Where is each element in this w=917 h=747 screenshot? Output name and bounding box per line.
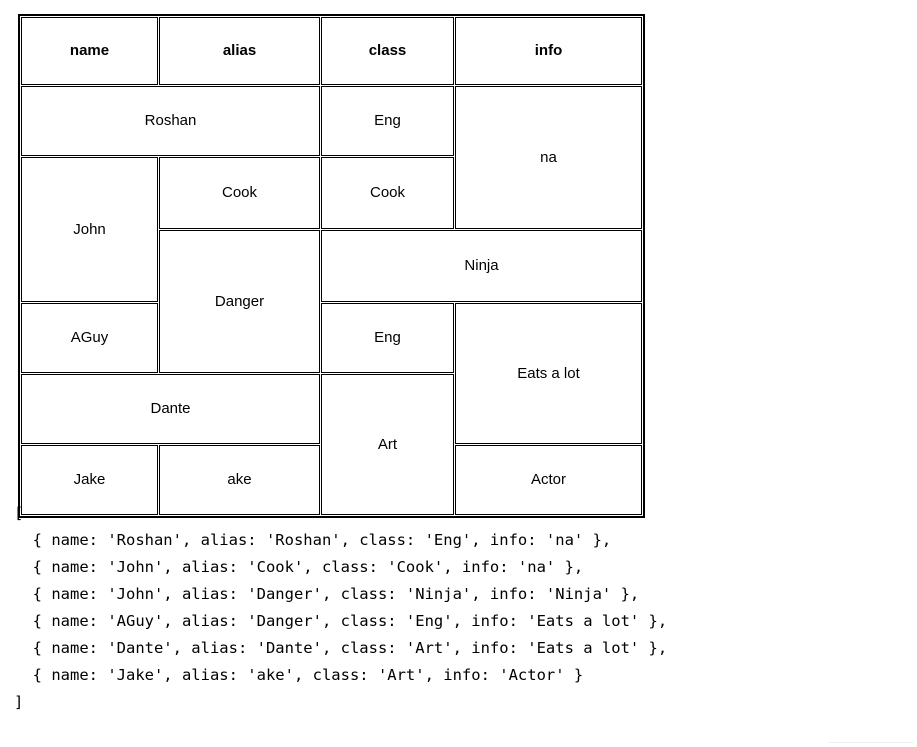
cell-class-info-ninja: Ninja [321, 230, 642, 302]
table-row: AGuy Eng Eats a lot [21, 303, 642, 444]
table-row: Dante Art [21, 374, 642, 515]
bottom-edge-artifact [828, 742, 914, 743]
cell-alias-cook: Cook [159, 157, 320, 229]
cell-alias-danger: Danger [159, 230, 320, 373]
table-body: Roshan Eng na John Cook Cook Danger Ninj… [21, 86, 642, 515]
table-header-row: name alias class info [21, 17, 642, 85]
cell-info-eats-a-lot: Eats a lot [455, 303, 642, 444]
table-row: John Cook Cook [21, 157, 642, 302]
cell-name-john: John [21, 157, 158, 302]
cell-name-jake: Jake [21, 445, 158, 515]
data-source-code-block: [ { name: 'Roshan', alias: 'Roshan', cla… [14, 504, 668, 711]
column-header-info: info [455, 17, 642, 85]
merged-cell-table: name alias class info Roshan Eng na John… [18, 14, 645, 518]
cell-info-na: na [455, 86, 642, 229]
cell-class-eng-1: Eng [321, 86, 454, 156]
column-header-alias: alias [159, 17, 320, 85]
cell-class-cook: Cook [321, 157, 454, 229]
table-header: name alias class info [21, 17, 642, 85]
cell-name-aguy: AGuy [21, 303, 158, 373]
cell-name-alias-dante: Dante [21, 374, 320, 444]
cell-alias-ake: ake [159, 445, 320, 515]
table-row: Roshan Eng na [21, 86, 642, 229]
cell-class-art: Art [321, 374, 454, 515]
column-header-class: class [321, 17, 454, 85]
table-row: Jake ake Actor [21, 445, 642, 515]
cell-class-eng-2: Eng [321, 303, 454, 373]
column-header-name: name [21, 17, 158, 85]
cell-name-alias-roshan: Roshan [21, 86, 320, 156]
merged-cell-table-container: name alias class info Roshan Eng na John… [18, 14, 645, 518]
table-row: Danger Ninja [21, 230, 642, 373]
cell-info-actor: Actor [455, 445, 642, 515]
